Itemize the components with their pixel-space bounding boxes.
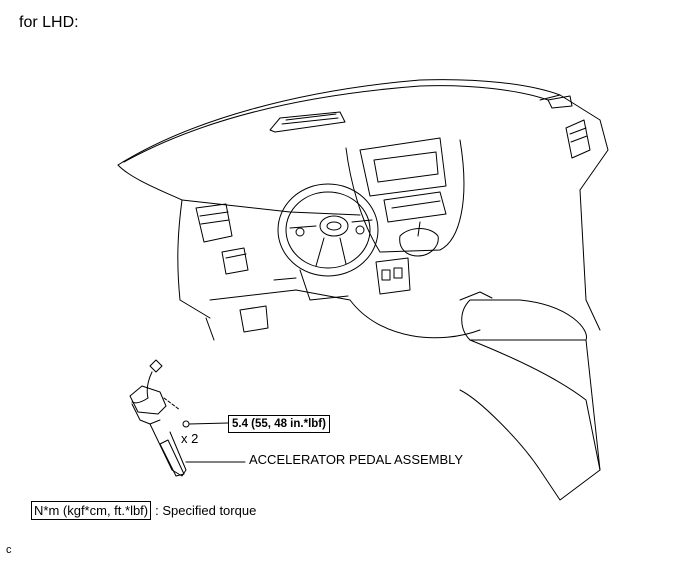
torque-legend: N*m (kgf*cm, ft.*lbf) : Specified torque (31, 501, 256, 520)
accelerator-pedal-assembly (129, 359, 246, 477)
dashboard-outline (117, 79, 609, 331)
torque-legend-description: : Specified torque (155, 503, 257, 518)
torque-unit-box: N*m (kgf*cm, ft.*lbf) (31, 501, 152, 520)
center-console (349, 291, 601, 501)
left-side-vents (195, 203, 249, 275)
right-side-vent (547, 95, 591, 159)
part-callout-label: ACCELERATOR PEDAL ASSEMBLY (249, 452, 464, 467)
bolt-quantity-label: x 2 (181, 431, 199, 446)
defroster-vent (269, 111, 346, 133)
page-title: for LHD: (19, 14, 79, 31)
center-stack (345, 137, 465, 295)
illustration-code: c (6, 544, 12, 556)
steering-wheel (277, 183, 379, 277)
torque-spec-box: 5.4 (55, 48 in.*lbf) (228, 415, 330, 433)
lower-dash (205, 269, 351, 341)
